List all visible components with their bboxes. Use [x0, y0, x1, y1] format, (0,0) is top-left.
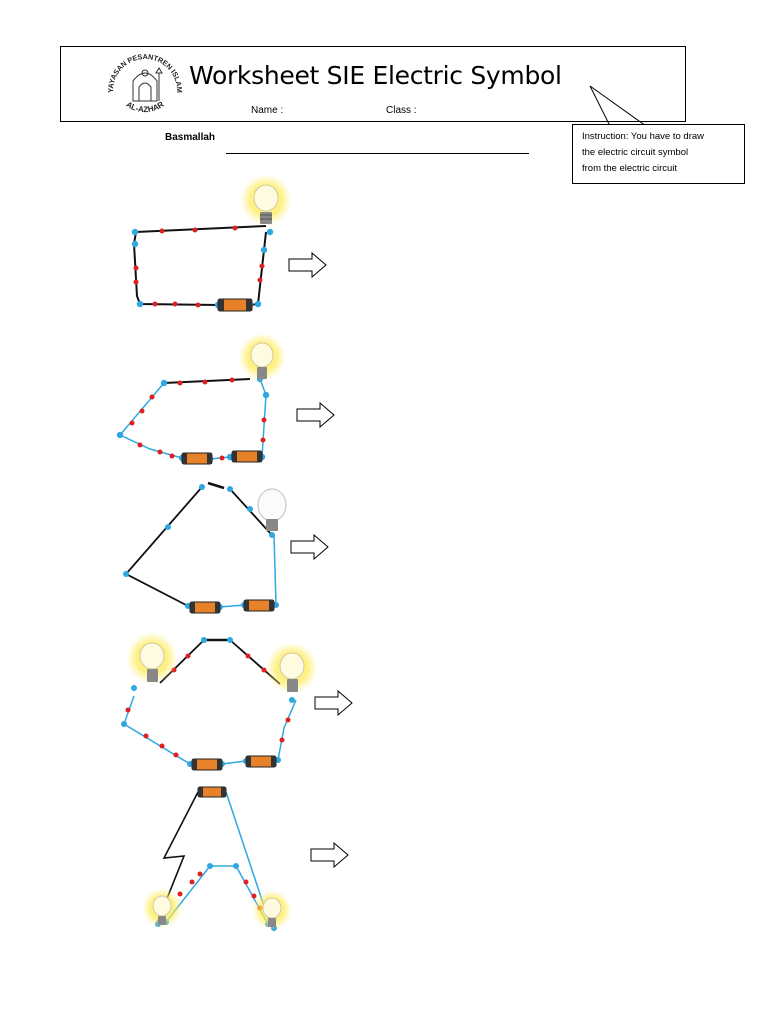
worksheet-title: Worksheet SIE Electric Symbol — [189, 61, 562, 90]
instruction-line: from the electric circuit — [582, 163, 678, 174]
junction-dots — [129, 377, 267, 461]
circuit-picture-2 — [116, 335, 286, 465]
circuit-picture-3 — [123, 481, 287, 614]
wire-path — [132, 225, 267, 306]
instruction-line: Instruction: You have to draw — [582, 131, 704, 142]
name-field-label: Name : — [251, 105, 284, 116]
wire-path — [118, 378, 267, 460]
battery-icon — [245, 755, 277, 768]
svg-text:YAYASAN PESANTREN ISLAM: YAYASAN PESANTREN ISLAM — [106, 52, 184, 93]
circuit-picture-4 — [121, 632, 318, 771]
callout-pointer — [589, 85, 647, 127]
junction-dots — [133, 225, 265, 308]
school-logo-icon: YAYASAN PESANTREN ISLAM AL-AZHAR — [106, 52, 184, 115]
battery-icon — [243, 599, 275, 612]
right-arrow-icon — [296, 402, 335, 428]
node-dots — [131, 228, 274, 309]
battery-icon — [181, 452, 213, 465]
right-arrow-icon — [290, 534, 329, 560]
instruction-callout: Instruction: You have to draw the electr… — [572, 124, 745, 184]
light-bulb-icon — [266, 642, 318, 694]
instruction-line: the electric circuit symbol — [582, 147, 689, 158]
class-field-label: Class : — [386, 105, 417, 116]
circuit-picture-5 — [142, 786, 292, 931]
light-bulb-icon — [126, 632, 178, 684]
battery-icon — [197, 786, 227, 798]
light-bulb-icon — [142, 888, 182, 928]
basmallah-write-line[interactable] — [226, 153, 529, 154]
wire-path — [124, 481, 277, 608]
battery-icon — [231, 450, 263, 463]
basmallah-label: Basmallah — [165, 132, 216, 143]
right-arrow-icon — [314, 690, 353, 716]
light-bulb-icon — [240, 174, 292, 226]
worksheet-header: YAYASAN PESANTREN ISLAM AL-AZHAR Workshe… — [60, 46, 686, 122]
light-bulb-icon — [252, 890, 292, 930]
right-arrow-icon — [288, 252, 327, 278]
node-dots — [123, 484, 279, 610]
battery-icon — [189, 601, 221, 614]
light-bulb-icon — [238, 335, 286, 381]
battery-icon — [217, 298, 253, 312]
circuit-picture-1 — [131, 174, 292, 312]
battery-icon — [191, 758, 223, 771]
light-bulb-icon — [257, 488, 287, 531]
node-dots — [116, 375, 270, 463]
right-arrow-icon — [310, 842, 349, 868]
svg-text:AL-AZHAR: AL-AZHAR — [125, 100, 166, 115]
